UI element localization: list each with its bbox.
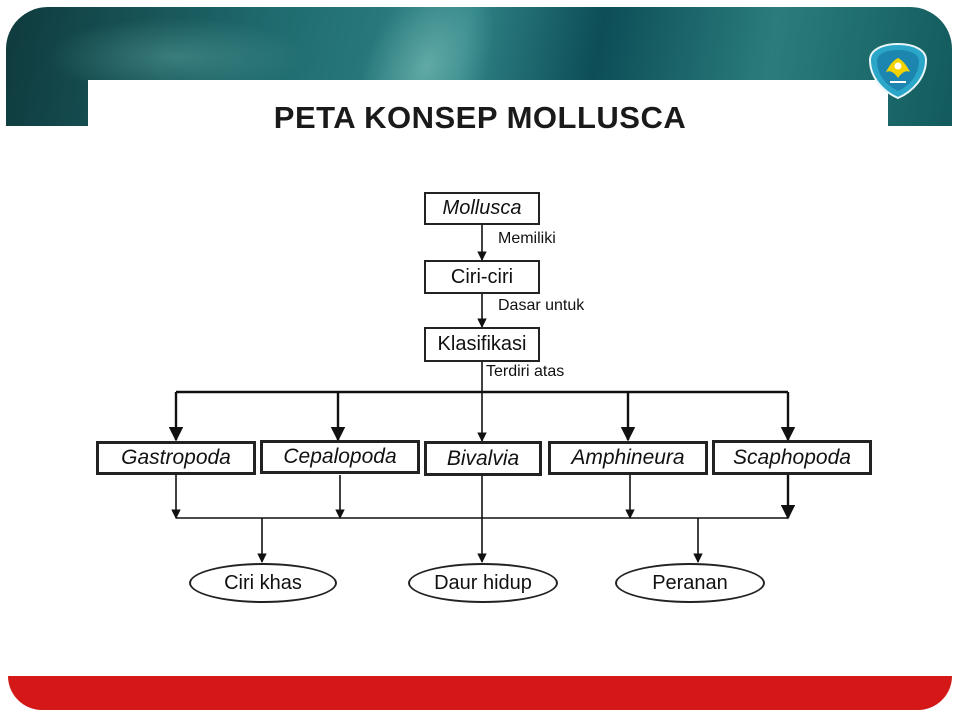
node-ciri-ciri: Ciri-ciri [424, 260, 540, 294]
edge-label-memiliki: Memiliki [498, 230, 556, 247]
edge-label-terdiri-atas: Terdiri atas [486, 363, 565, 380]
page-title: PETA KONSEP MOLLUSCA [273, 100, 687, 135]
edge-label-dasar-untuk: Dasar untuk [498, 297, 585, 314]
node-scaphopoda: Scaphopoda [712, 440, 872, 475]
node-gastropoda: Gastropoda [96, 441, 256, 475]
node-peranan: Peranan [615, 563, 765, 603]
node-mollusca: Mollusca [424, 192, 540, 225]
node-ciri-khas: Ciri khas [189, 563, 337, 603]
tut-wuri-handayani-logo-icon [868, 42, 928, 100]
footer-band [8, 676, 952, 710]
node-klasifikasi: Klasifikasi [424, 327, 540, 362]
node-amphineura: Amphineura [548, 441, 708, 475]
node-cepalopoda: Cepalopoda [260, 440, 420, 474]
node-bivalvia: Bivalvia [424, 441, 542, 476]
node-daur-hidup: Daur hidup [408, 563, 558, 603]
